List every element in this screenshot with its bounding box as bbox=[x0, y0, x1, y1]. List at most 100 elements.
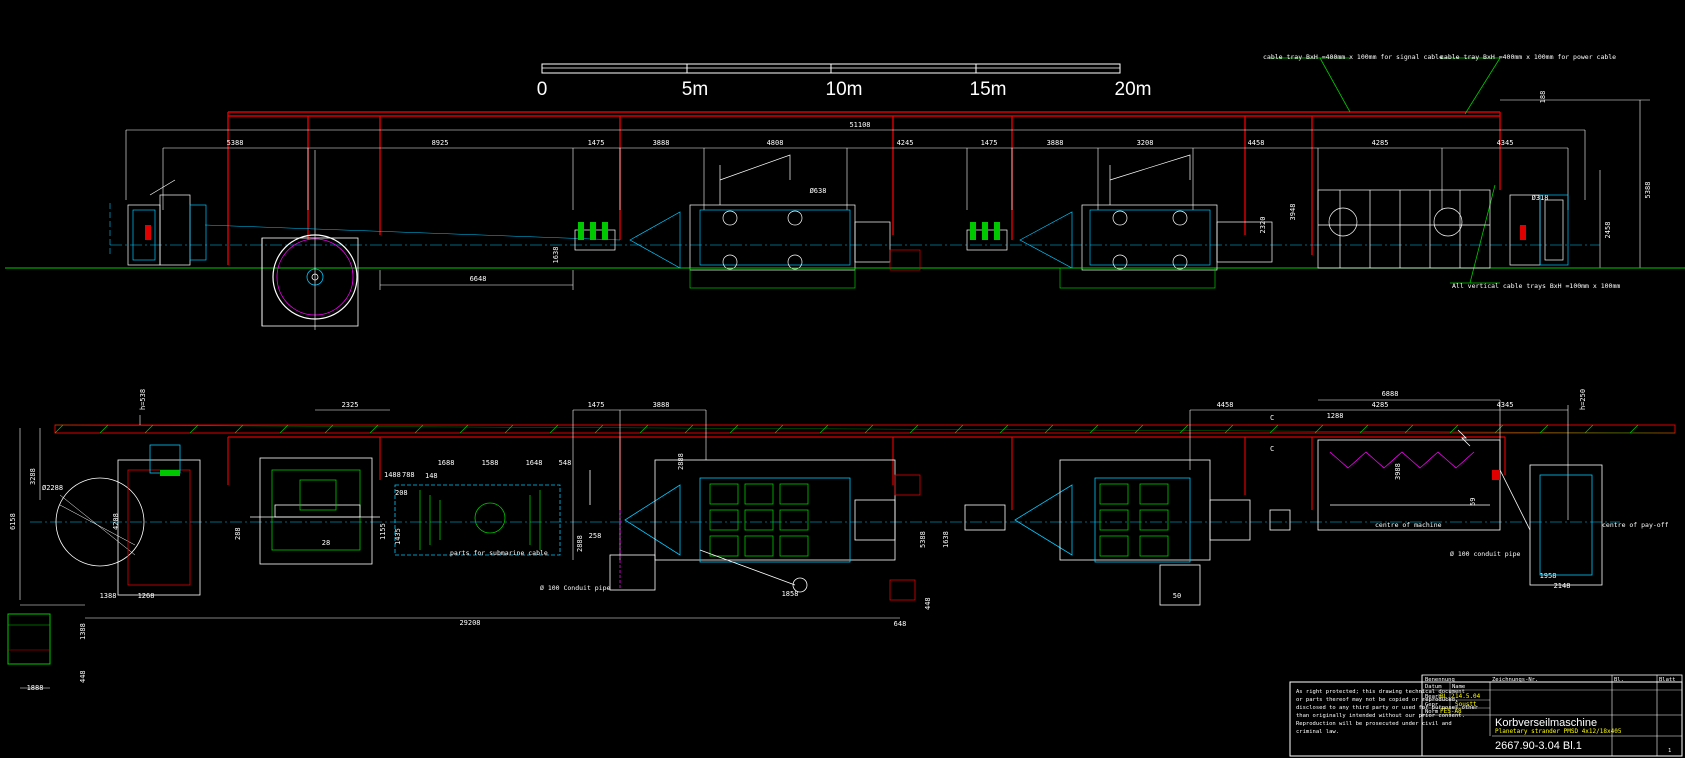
dim-top-9: 3208 bbox=[1137, 139, 1154, 147]
dim-misc-5: Ø638 bbox=[810, 187, 827, 195]
tb-cell-2: Zeichnungs-Nr. bbox=[1492, 677, 1538, 683]
plan-misc-37: 50 bbox=[1173, 592, 1181, 600]
tb-cell-7: Norm bbox=[1425, 709, 1439, 715]
tb-cell-1: Benennung bbox=[1425, 677, 1455, 683]
dim-top-2: 8925 bbox=[432, 139, 449, 147]
cable-tray-plan bbox=[227, 436, 1506, 510]
dim-misc-2: 1638 bbox=[552, 247, 560, 264]
dim-misc-3: 2320 bbox=[1259, 217, 1267, 234]
pay-off-left bbox=[127, 179, 207, 266]
note-parts: parts for submarine cable bbox=[450, 549, 548, 557]
plan-misc-32: 1888 bbox=[27, 684, 44, 692]
tb-note-2: or parts thereof may not be copied or re… bbox=[1296, 697, 1458, 703]
tb-cell-13: Soustt bbox=[1455, 701, 1477, 708]
scale-label-20m: 20m bbox=[1115, 79, 1152, 100]
plan-misc-18: 28 bbox=[322, 539, 330, 547]
note-conduit-left: Ø 100 Conduit pipe bbox=[540, 584, 611, 592]
plan-misc-11: 788 bbox=[402, 471, 415, 479]
plan-misc-38: C bbox=[1270, 414, 1274, 422]
scale-label-10m: 10m bbox=[826, 79, 863, 100]
plan-dim-4: 4458 bbox=[1217, 401, 1234, 409]
plan-misc-39: C bbox=[1270, 445, 1274, 453]
dim-misc-9: 188 bbox=[1539, 91, 1547, 104]
pay-off-plan bbox=[55, 444, 201, 596]
plan-dim-7: 4285 bbox=[1372, 401, 1389, 409]
note-tray-signal: cable tray BxH =400mm x 100mm for signal… bbox=[1263, 53, 1443, 61]
plan-misc-23: 258 bbox=[589, 532, 602, 540]
plan-view: h=538 h=250 2325 1475 3888 4458 6888 128… bbox=[7, 389, 1676, 692]
dim-top-4: 3888 bbox=[653, 139, 670, 147]
plan-misc-34: 59 bbox=[1469, 498, 1477, 506]
note-pay-off: centre of pay-off bbox=[1602, 521, 1669, 529]
dim-top-3: 1475 bbox=[588, 139, 605, 147]
plan-misc-2: h=250 bbox=[1579, 389, 1587, 410]
dim-top-8: 3888 bbox=[1047, 139, 1064, 147]
tb-cell-8: Blatt bbox=[1659, 677, 1676, 683]
tb-note-1: As right protected; this drawing technic… bbox=[1296, 689, 1465, 695]
dim-overall: 51108 bbox=[849, 121, 870, 129]
tb-note-3: disclosed to any third party or used for… bbox=[1296, 705, 1479, 711]
plan-misc-19: 1155 bbox=[379, 523, 387, 540]
plan-dim-2: 1475 bbox=[588, 401, 605, 409]
plan-misc-10: 288 bbox=[234, 527, 242, 540]
plan-misc-3: 3288 bbox=[29, 468, 37, 485]
plan-misc-16: 548 bbox=[559, 459, 572, 467]
tb-cell-11: BL.2 bbox=[1440, 693, 1455, 700]
tb-note-4: than originally intended without our pri… bbox=[1296, 713, 1465, 719]
plan-misc-26: 1858 bbox=[782, 590, 799, 598]
tb-cell-10: Bl. bbox=[1614, 677, 1624, 683]
plan-misc-20: 1435 bbox=[394, 528, 402, 545]
dim-misc-7: 2458 bbox=[1604, 222, 1612, 239]
dim-top-6: 4245 bbox=[897, 139, 914, 147]
scale-bar: 0 5m 10m 15m 20m bbox=[537, 63, 1152, 100]
plan-misc-24: 5388 bbox=[919, 531, 927, 548]
plan-misc-25: 1638 bbox=[942, 531, 950, 548]
scale-label-5m: 5m bbox=[682, 79, 708, 100]
plan-misc-15: 1648 bbox=[526, 459, 543, 467]
plan-misc-7: 1388 bbox=[100, 592, 117, 600]
plan-misc-31: 448 bbox=[79, 670, 87, 683]
tb-note-5: Reproduction will be prosecuted under ci… bbox=[1296, 721, 1452, 727]
tb-cell-4: Name bbox=[1452, 684, 1465, 690]
plan-misc-35: 1958 bbox=[1540, 572, 1557, 580]
tb-cell-3: Datum bbox=[1425, 684, 1442, 690]
plan-dim-5: 6888 bbox=[1382, 390, 1399, 398]
dim-top-10: 4458 bbox=[1248, 139, 1265, 147]
plan-misc-17: 148 bbox=[425, 472, 438, 480]
strander-plan-2 bbox=[964, 459, 1291, 606]
tb-cell-6: Gepr. bbox=[1425, 702, 1442, 708]
plan-dim-6: 1288 bbox=[1327, 412, 1344, 420]
cable-tray-top bbox=[227, 111, 1501, 265]
dim-misc-4: 3948 bbox=[1289, 204, 1297, 221]
plan-misc-12: 1488 bbox=[384, 471, 401, 479]
plan-misc-14: 1588 bbox=[482, 459, 499, 467]
dim-top-1: 5388 bbox=[227, 139, 244, 147]
note-conduit-right: Ø 100 conduit pipe bbox=[1450, 550, 1521, 558]
scale-label-0: 0 bbox=[537, 79, 548, 100]
tb-cell-9: 1 bbox=[1668, 748, 1671, 754]
take-up-plan bbox=[1492, 464, 1603, 586]
strander-plan-1 bbox=[589, 459, 921, 601]
tb-machine: Planetary strander PMSD 4x12/18x405 bbox=[1495, 728, 1622, 735]
plan-misc-6: 4208 bbox=[112, 513, 120, 530]
plan-misc-8: 1268 bbox=[138, 592, 155, 600]
plan-misc-29: 29208 bbox=[459, 619, 480, 627]
side-view: 51108 5388 8925 1475 3888 4808 4245 1475… bbox=[5, 53, 1685, 330]
plan-misc-33: 3988 bbox=[1394, 463, 1402, 480]
take-up-right bbox=[1509, 194, 1569, 266]
title-block: As right protected; this drawing technic… bbox=[1289, 674, 1683, 757]
dim-misc-1: 6648 bbox=[470, 275, 487, 283]
plan-misc-27: 448 bbox=[924, 597, 932, 610]
tb-cell-5: Bearb. bbox=[1425, 694, 1445, 700]
capstan-plan bbox=[1317, 429, 1501, 531]
plan-dim-8: 4345 bbox=[1497, 401, 1514, 409]
plan-misc-9: 208 bbox=[395, 489, 408, 497]
plan-misc-22: 2888 bbox=[677, 453, 685, 470]
drum bbox=[261, 150, 359, 330]
plan-misc-21: 2888 bbox=[576, 535, 584, 552]
plan-dim-1: 2325 bbox=[342, 401, 359, 409]
submarine-parts bbox=[394, 484, 561, 556]
dim-top-11: 4285 bbox=[1372, 139, 1389, 147]
tb-cell-14: FES-A8 bbox=[1440, 708, 1462, 715]
